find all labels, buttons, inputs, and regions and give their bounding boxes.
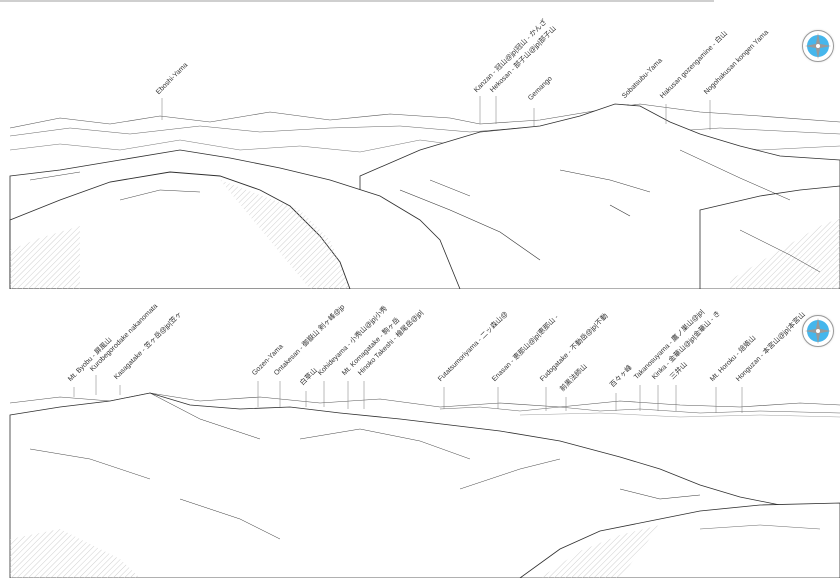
- peak-label[interactable]: 白草山: [299, 367, 319, 387]
- leader-lines-bottom: [73, 375, 743, 413]
- terrain-drawing-bottom: [9, 375, 840, 578]
- peak-label[interactable]: Sobatsubu-Yama: [621, 57, 664, 100]
- peak-label[interactable]: Ontakesan - 御嶽山 剣ヶ峰@jp: [273, 303, 347, 377]
- peak-label[interactable]: Kasagatake - 笠ヶ岳@jp|笠ヶ: [113, 310, 184, 381]
- peak-label[interactable]: Eboshi-Yama: [155, 61, 190, 96]
- peak-label[interactable]: Takanosuyama - 鷹ノ巣山@jp|: [633, 308, 706, 381]
- peak-label[interactable]: Kanzan - 冠山@jp|冠山 - かんざ: [473, 18, 549, 94]
- compass-button-bottom[interactable]: [802, 315, 834, 347]
- peak-label[interactable]: Hakusan gozengamine - 白山: [659, 30, 729, 100]
- peak-label[interactable]: Hinoko Takeshi - 檜尾岳@jp|: [357, 309, 425, 377]
- compass-icon: [805, 318, 831, 344]
- peak-label[interactable]: 前黒法師山: [559, 363, 589, 393]
- peak-label[interactable]: Kurobegorodake nakanomata: [89, 302, 160, 373]
- compass-icon: [805, 33, 831, 59]
- compass-button-top[interactable]: [802, 30, 834, 62]
- loading-progress-bar: [0, 0, 714, 2]
- leader-lines-top: [161, 96, 711, 130]
- peak-label[interactable]: Gemango: [527, 75, 554, 102]
- peak-label[interactable]: Mt. Horoku - 焙烙山: [709, 334, 758, 383]
- peak-label[interactable]: 百々ヶ峰: [609, 364, 634, 389]
- terrain-drawing-top: [9, 96, 840, 289]
